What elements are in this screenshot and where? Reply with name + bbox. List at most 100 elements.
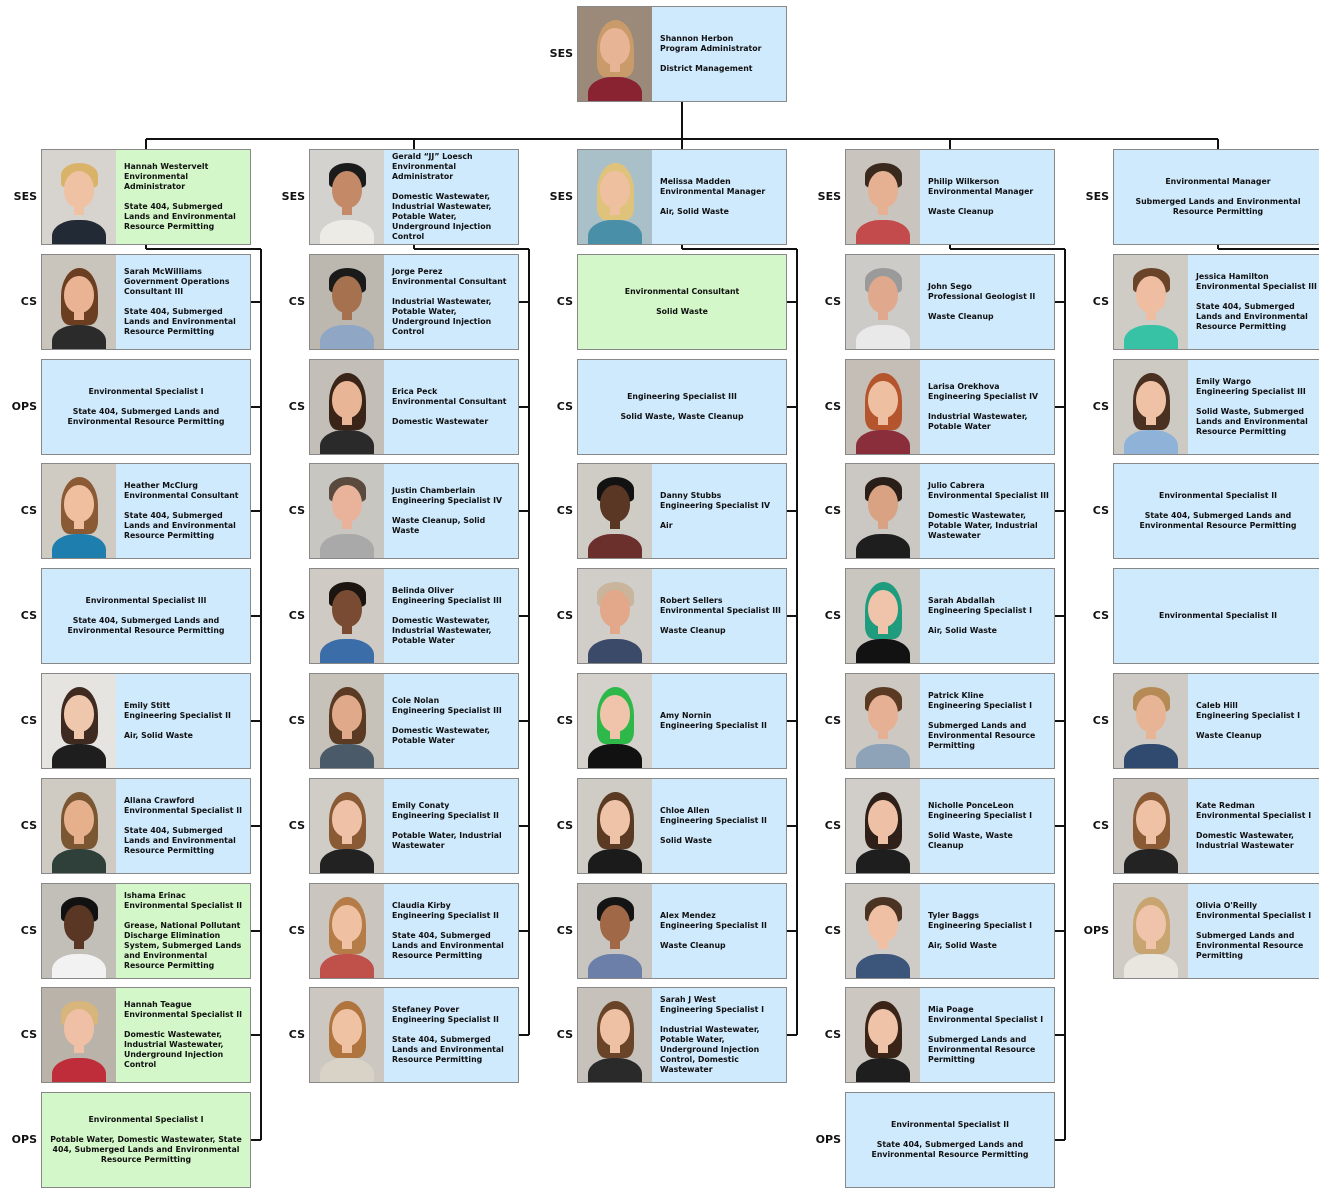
employee-name: Emily Stitt <box>124 701 171 710</box>
pay-plan-label: CS <box>288 1028 305 1041</box>
position-card-vac-1a: Environmental Specialist I State 404, Su… <box>41 359 251 455</box>
pay-plan-label: CS <box>556 295 573 308</box>
program-area: State 404, Submerged Lands and Environme… <box>124 826 236 855</box>
photo <box>42 150 116 244</box>
program-area: Domestic Wastewater, Industrial Wastewat… <box>392 192 492 241</box>
pay-plan-label: CS <box>20 819 37 832</box>
pay-plan-label: OPS <box>1083 924 1109 937</box>
photo <box>310 150 384 244</box>
photo <box>1114 779 1188 873</box>
position-title: Engineering Specialist IV <box>660 501 771 510</box>
position-card-olivia: Olivia O'Reilly Environmental Specialist… <box>1113 883 1319 979</box>
position-card-julio: Julio Cabrera Environmental Specialist I… <box>845 463 1055 559</box>
photo <box>1114 360 1188 454</box>
program-area: Waste Cleanup <box>660 941 726 950</box>
position-title: Professional Geologist II <box>928 292 1036 301</box>
employee-name: Allana Crawford <box>124 796 195 805</box>
position-title: Engineering Specialist I <box>660 1005 764 1014</box>
employee-name: Sarah J West <box>660 995 716 1004</box>
pay-plan-label: CS <box>824 504 841 517</box>
photo <box>42 674 116 768</box>
position-title: Engineering Specialist I <box>1196 711 1300 720</box>
position-card-allana: Allana Crawford Environmental Specialist… <box>41 778 251 874</box>
program-area: Solid Waste, Waste Cleanup <box>620 412 744 421</box>
pay-plan-label: CS <box>1092 819 1109 832</box>
position-card-alex: Alex Mendez Engineering Specialist II Wa… <box>577 883 787 979</box>
photo <box>846 464 920 558</box>
program-area: Submerged Lands and Environmental Resour… <box>928 721 1036 750</box>
position-title: Environmental Specialist III <box>1196 282 1317 291</box>
position-title: Program Administrator <box>660 44 762 53</box>
employee-name: Hannah Westervelt <box>124 162 209 171</box>
pay-plan-label: CS <box>20 1028 37 1041</box>
position-title: Environmental Manager <box>928 187 1034 196</box>
position-card-kate: Kate Redman Environmental Specialist I D… <box>1113 778 1319 874</box>
employee-name: Belinda Oliver <box>392 586 454 595</box>
employee-name: Shannon Herbon <box>660 34 734 43</box>
program-area: Solid Waste, Waste Cleanup <box>928 831 1013 850</box>
employee-name: Larisa Orekhova <box>928 382 1000 391</box>
program-area: State 404, Submerged Lands and Environme… <box>124 511 236 540</box>
pay-plan-label: CS <box>824 714 841 727</box>
employee-name: Nicholle PonceLeon <box>928 801 1014 810</box>
position-title: Environmental Administrator <box>124 172 189 191</box>
program-area: Waste Cleanup <box>660 626 726 635</box>
position-card-jorge: Jorge Perez Environmental Consultant Ind… <box>309 254 519 350</box>
position-card-cole: Cole Nolan Engineering Specialist III Do… <box>309 673 519 769</box>
employee-name: Emily Wargo <box>1196 377 1251 386</box>
position-card-nicholle: Nicholle PonceLeon Engineering Specialis… <box>845 778 1055 874</box>
pay-plan-label: CS <box>824 924 841 937</box>
program-area: Potable Water, Industrial Wastewater <box>392 831 502 850</box>
position-card-danny: Danny Stubbs Engineering Specialist IV A… <box>577 463 787 559</box>
photo <box>578 988 652 1082</box>
program-area: Waste Cleanup <box>1196 731 1262 740</box>
program-area: Waste Cleanup <box>928 312 994 321</box>
position-card-melissa: Melissa Madden Environmental Manager Air… <box>577 149 787 245</box>
program-area: Air, Solid Waste <box>660 207 729 216</box>
program-area: Domestic Wastewater <box>392 417 489 426</box>
photo <box>578 464 652 558</box>
program-area: State 404, Submerged Lands and Environme… <box>67 616 225 635</box>
employee-name: Claudia Kirby <box>392 901 451 910</box>
program-area: Industrial Wastewater, Potable Water, Un… <box>660 1025 760 1074</box>
position-title: Environmental Specialist I <box>928 1015 1044 1024</box>
employee-name: Julio Cabrera <box>928 481 985 490</box>
position-title: Environmental Specialist I <box>88 387 204 396</box>
position-title: Environmental Specialist II <box>124 901 242 910</box>
photo <box>310 988 384 1082</box>
position-title: Engineering Specialist II <box>392 911 499 920</box>
program-area: Submerged Lands and Environmental Resour… <box>1135 197 1301 216</box>
position-card-patrick: Patrick Kline Engineering Specialist I S… <box>845 673 1055 769</box>
photo <box>42 884 116 978</box>
position-card-john: John Sego Professional Geologist II Wast… <box>845 254 1055 350</box>
photo <box>1114 674 1188 768</box>
position-title: Engineering Specialist III <box>392 706 502 715</box>
position-card-gerald: Gerald “JJ” Loesch Environmental Adminis… <box>309 149 519 245</box>
photo <box>578 150 652 244</box>
photo <box>846 569 920 663</box>
position-card-vac-1b: Environmental Specialist III State 404, … <box>41 568 251 664</box>
position-card-claudia: Claudia Kirby Engineering Specialist II … <box>309 883 519 979</box>
employee-name: Gerald “JJ” Loesch <box>392 152 473 161</box>
program-area: Solid Waste, Submerged Lands and Environ… <box>1196 407 1308 436</box>
pay-plan-label: CS <box>1092 714 1109 727</box>
photo <box>578 779 652 873</box>
pay-plan-label: CS <box>556 714 573 727</box>
position-card-vac-3b: Engineering Specialist III Solid Waste, … <box>577 359 787 455</box>
position-card-belinda: Belinda Oliver Engineering Specialist II… <box>309 568 519 664</box>
photo <box>578 569 652 663</box>
position-card-ishama: Ishama Erinac Environmental Specialist I… <box>41 883 251 979</box>
program-area: Air, Solid Waste <box>124 731 193 740</box>
photo <box>310 884 384 978</box>
employee-name: Amy Nornin <box>660 711 712 720</box>
pay-plan-label: CS <box>556 924 573 937</box>
employee-name: Danny Stubbs <box>660 491 722 500</box>
position-card-hannah-w: Hannah Westervelt Environmental Administ… <box>41 149 251 245</box>
pay-plan-label: SES <box>549 47 573 60</box>
pay-plan-label: CS <box>288 609 305 622</box>
employee-name: Olivia O'Reilly <box>1196 901 1258 910</box>
position-title: Environmental Consultant <box>392 397 507 406</box>
pay-plan-label: CS <box>556 1028 573 1041</box>
photo <box>846 255 920 349</box>
position-title: Engineering Specialist II <box>660 721 767 730</box>
